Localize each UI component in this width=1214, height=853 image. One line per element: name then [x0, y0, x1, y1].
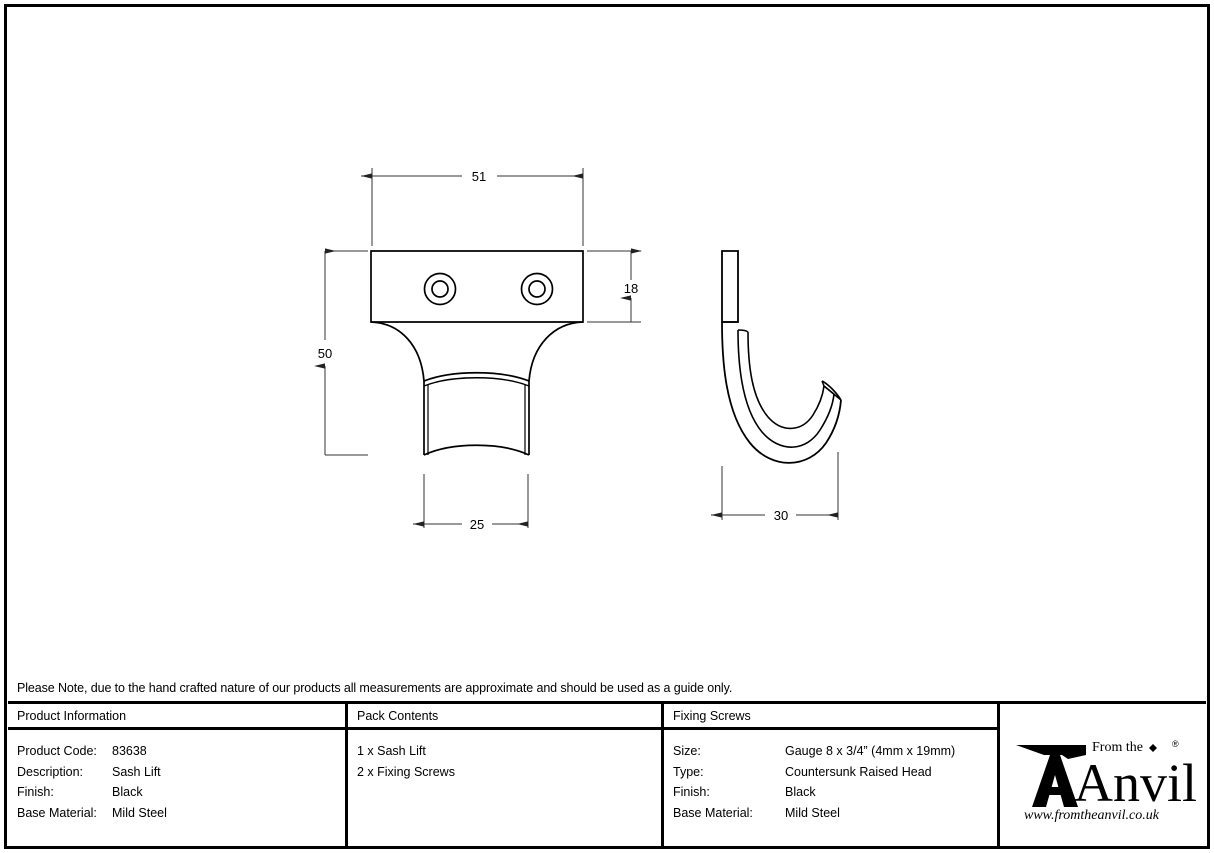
stem-top-arc-outer [423, 371, 530, 382]
info-row: Finish: Black [17, 782, 345, 803]
column-logo: From the Anvil ® www.fromtheanvil.co.uk [1000, 704, 1206, 849]
logo-url-text: www.fromtheanvil.co.uk [1024, 808, 1160, 823]
info-key: Size: [673, 744, 701, 758]
screw-hole-left [423, 272, 457, 306]
note-text: Please Note, due to the hand crafted nat… [17, 680, 733, 695]
column-product-information: Product Information Product Code: 83638 … [8, 704, 348, 849]
column-header: Product Information [8, 704, 345, 730]
from-the-anvil-logo-svg: From the Anvil ® www.fromtheanvil.co.uk [1016, 739, 1197, 823]
info-value: Black [785, 785, 816, 800]
hook-shank-bowl-joint [737, 329, 749, 333]
info-row: Size: Gauge 8 x 3/4” (4mm x 19mm) [673, 741, 997, 762]
dimension-label-51: 51 [472, 169, 486, 184]
info-row: Product Code: 83638 [17, 741, 345, 762]
logo-diamond-icon [1149, 744, 1157, 752]
stem-top-arc-inner [423, 377, 530, 387]
logo-main-text: Anvil [1074, 753, 1196, 813]
info-columns: Product Information Product Code: 83638 … [8, 704, 1206, 849]
info-row: Finish: Black [673, 782, 997, 803]
hook-tip-top [821, 380, 842, 401]
info-value: Sash Lift [112, 764, 161, 779]
column-body: Size: Gauge 8 x 3/4” (4mm x 19mm) Type: … [664, 730, 997, 823]
technical-drawing-svg: 51 50 18 [314, 168, 842, 532]
hook-shank [721, 250, 739, 323]
info-value: Mild Steel [112, 805, 167, 820]
info-value: Countersunk Raised Head [785, 764, 932, 779]
info-key: Description: [17, 764, 83, 779]
info-key: Base Material: [673, 805, 753, 820]
hook-tip-face-inner [823, 385, 835, 395]
hook-middle-curve [737, 329, 835, 448]
column-header-text: Fixing Screws [673, 708, 751, 723]
dimension-projection: 30 [711, 452, 839, 523]
info-value: Gauge 8 x 3/4” (4mm x 19mm) [785, 744, 956, 758]
column-header-text: Pack Contents [357, 708, 439, 723]
information-block: Please Note, due to the hand crafted nat… [8, 674, 1206, 849]
front-view [370, 250, 584, 456]
dimension-label-30: 30 [774, 508, 788, 523]
info-key: Product Code: [17, 744, 97, 758]
column-body: 1 x Sash Lift 2 x Fixing Screws [348, 730, 661, 782]
info-key: Finish: [673, 785, 710, 800]
info-value: Black [112, 785, 143, 800]
column-header-text: Product Information [17, 708, 127, 723]
note-row: Please Note, due to the hand crafted nat… [8, 674, 1206, 704]
info-row: Type: Countersunk Raised Head [673, 762, 997, 783]
pack-item: 2 x Fixing Screws [357, 764, 455, 779]
info-row: Description: Sash Lift [17, 762, 345, 783]
screw-hole-right [520, 272, 554, 306]
dimension-width-overall: 51 [361, 168, 584, 246]
dimension-label-18: 18 [624, 281, 638, 296]
logo-top-text: From the [1092, 740, 1143, 755]
info-value: 83638 [112, 744, 147, 758]
column-fixing-screws: Fixing Screws Size: Gauge 8 x 3/4” (4mm … [664, 704, 1000, 849]
left-fillet [370, 321, 425, 382]
mounting-plate [370, 250, 584, 323]
dimension-label-25: 25 [470, 517, 484, 532]
dimension-plate-height: 18 [587, 248, 642, 323]
info-key: Finish: [17, 785, 54, 800]
hook-outer-curve [721, 321, 842, 464]
logo-registered-mark: ® [1172, 739, 1179, 749]
anvil-icon [1016, 745, 1086, 807]
dimension-height-overall: 50 [314, 248, 368, 456]
pack-item: 1 x Sash Lift [357, 744, 426, 758]
info-row: Base Material: Mild Steel [673, 803, 997, 824]
info-key: Base Material: [17, 805, 97, 820]
hook-inner-curve [747, 331, 825, 430]
info-key: Type: [673, 764, 704, 779]
info-row: Base Material: Mild Steel [17, 803, 345, 824]
right-fillet [528, 321, 584, 382]
dimension-stem-width: 25 [413, 474, 529, 532]
side-view [721, 250, 842, 464]
drawing-area: 51 50 18 [314, 168, 842, 532]
info-value: Mild Steel [785, 805, 840, 820]
column-header: Pack Contents [348, 704, 661, 730]
brand-logo: From the Anvil ® www.fromtheanvil.co.uk [1010, 729, 1197, 824]
dimension-label-50: 50 [318, 346, 332, 361]
column-header: Fixing Screws [664, 704, 997, 730]
stem-bottom-arc [423, 444, 530, 456]
column-body: Product Code: 83638 Description: Sash Li… [8, 730, 345, 823]
column-pack-contents: Pack Contents 1 x Sash Lift 2 x Fixing S… [348, 704, 664, 849]
